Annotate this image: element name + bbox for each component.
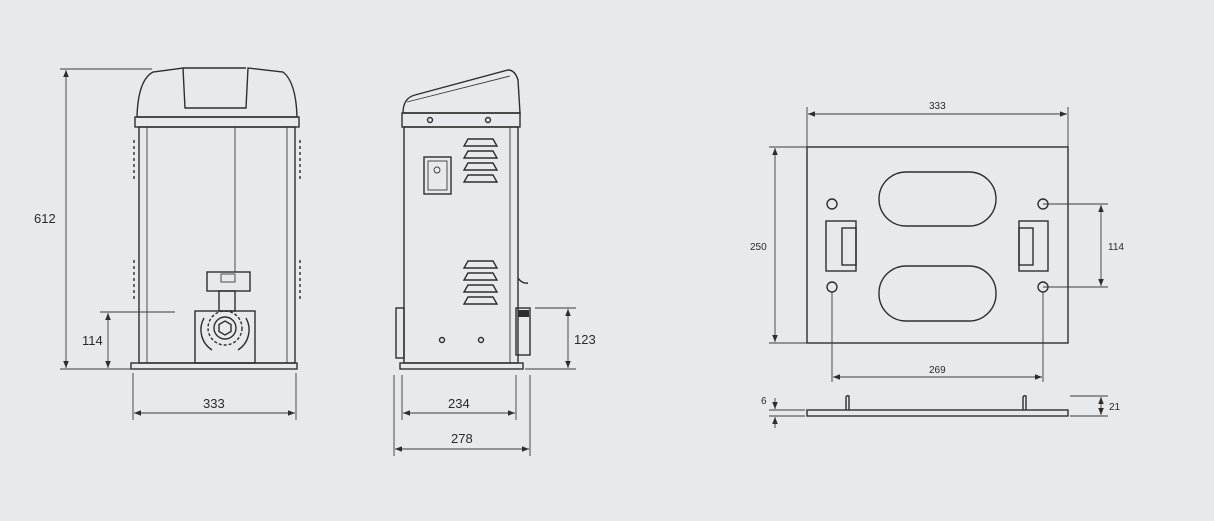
dim-plate-width-333: 333 [929, 101, 946, 112]
base-plate-top-view [806, 146, 1069, 344]
dim-plate-depth-250: 250 [750, 242, 767, 253]
base-plate-dimensions: 333 250 114 269 [750, 101, 1124, 382]
dim-hole-spacing-114: 114 [1108, 242, 1124, 253]
dim-overall-depth-278: 278 [451, 431, 473, 446]
dim-plate-height-21: 21 [1109, 402, 1121, 413]
dim-height-612: 612 [34, 211, 56, 226]
side-dimensions: 123 234 278 [393, 307, 596, 456]
dim-hole-spacing-269: 269 [929, 365, 946, 376]
front-view [130, 67, 301, 370]
dim-pinion-offset-123: 123 [574, 332, 596, 347]
base-plate-side-view [806, 395, 1069, 417]
side-view [395, 69, 531, 370]
front-dimensions: 612 114 333 [34, 68, 297, 420]
dim-plate-thickness-6: 6 [761, 396, 767, 407]
base-plate-side-dimensions: 6 21 [761, 395, 1121, 428]
dim-body-depth-234: 234 [448, 396, 470, 411]
dim-width-333: 333 [203, 396, 225, 411]
dim-pinion-height-114: 114 [82, 333, 103, 348]
